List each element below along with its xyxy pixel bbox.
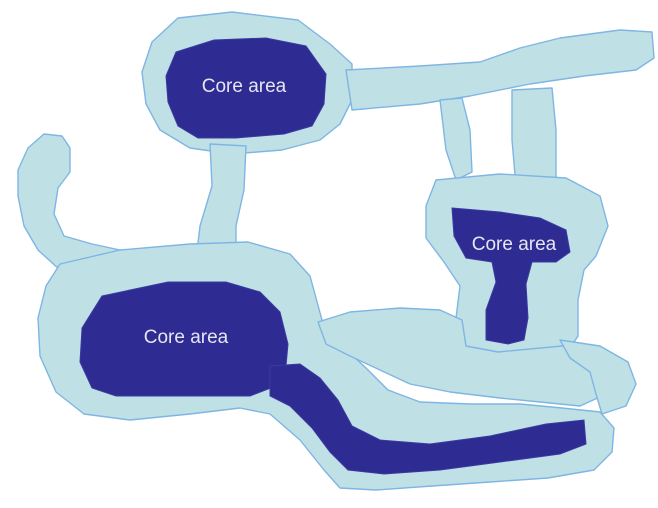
core-area-tail <box>269 363 587 475</box>
core-area-label-bottom-left: Core area <box>144 327 229 348</box>
corridor-left-hook <box>17 133 121 281</box>
core-area-bottom-left <box>79 281 289 397</box>
corridor-right-vertical-2 <box>511 87 557 187</box>
corridor-right-lower <box>559 339 637 415</box>
core-area-right <box>451 207 571 345</box>
core-areas <box>79 37 587 475</box>
corridor-top-right <box>345 29 655 111</box>
core-area-label-top-left: Core area <box>202 76 287 97</box>
core-area-label-right: Core area <box>472 234 557 255</box>
core-area-top-left <box>165 37 327 139</box>
core-area-labels: Core area Core area Core area <box>144 76 557 348</box>
corridor-right-vertical-1 <box>439 97 473 181</box>
